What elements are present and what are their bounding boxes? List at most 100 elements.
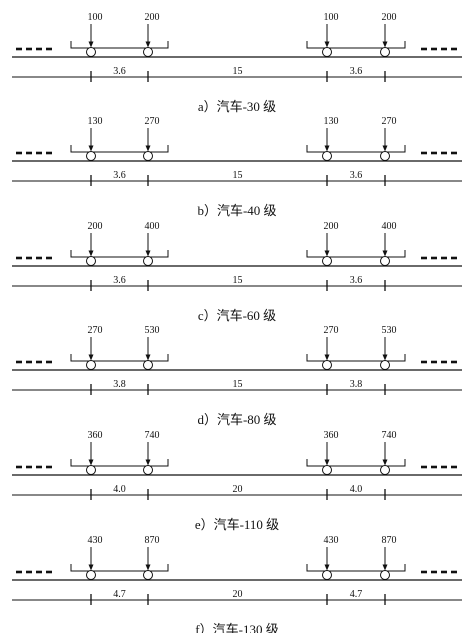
vehicle-gap-label: 20 (233, 589, 243, 600)
down-arrow-icon (88, 145, 94, 152)
down-arrow-icon (382, 41, 388, 48)
down-arrow-icon (145, 145, 151, 152)
panel-f: 430 870 4.7 430 870 4.7 20 f）汽车-130 级 (12, 535, 462, 633)
vehicle-bracket (70, 41, 169, 49)
front-load-label: 100 (324, 12, 339, 23)
vehicle-bracket (70, 564, 169, 572)
front-load-label: 100 (88, 12, 103, 23)
rear-load-label: 740 (382, 430, 397, 441)
vehicle-bracket (70, 145, 169, 153)
panel-caption: d）汽车-80 级 (197, 412, 276, 427)
axle-spacing-label: 3.6 (350, 170, 363, 181)
down-arrow-icon (382, 145, 388, 152)
wheel-circle-icon (143, 256, 153, 266)
wheel-circle-icon (86, 256, 96, 266)
wheel-circle-icon (322, 47, 332, 57)
axle-spacing-label: 3.6 (350, 66, 363, 77)
vehicle-gap-label: 15 (233, 66, 243, 77)
down-arrow-icon (88, 354, 94, 361)
vehicle-bracket (306, 354, 406, 362)
vehicle-bracket (306, 41, 406, 49)
truck-left: 430 870 4.7 (70, 535, 169, 605)
down-arrow-icon (324, 41, 330, 48)
wheel-circle-icon (322, 360, 332, 370)
front-load-label: 200 (324, 221, 339, 232)
rear-load-label: 270 (382, 116, 397, 127)
down-arrow-icon (382, 250, 388, 257)
down-arrow-icon (145, 354, 151, 361)
vehicle-bracket (70, 459, 169, 467)
rear-load-label: 870 (145, 535, 160, 546)
wheel-circle-icon (86, 151, 96, 161)
front-load-label: 360 (88, 430, 103, 441)
axle-spacing-label: 3.8 (113, 379, 126, 390)
vehicle-gap-label: 20 (233, 484, 243, 495)
down-arrow-icon (88, 250, 94, 257)
wheel-circle-icon (143, 360, 153, 370)
rear-load-label: 270 (145, 116, 160, 127)
vehicle-bracket (306, 145, 406, 153)
axle-spacing-label: 4.7 (113, 589, 126, 600)
rear-load-label: 400 (145, 221, 160, 232)
down-arrow-icon (145, 459, 151, 466)
front-load-label: 130 (324, 116, 339, 127)
wheel-circle-icon (380, 256, 390, 266)
down-arrow-icon (324, 459, 330, 466)
down-arrow-icon (382, 459, 388, 466)
wheel-circle-icon (380, 465, 390, 475)
wheel-circle-icon (322, 570, 332, 580)
down-arrow-icon (324, 250, 330, 257)
rear-load-label: 870 (382, 535, 397, 546)
wheel-circle-icon (143, 151, 153, 161)
vehicle-bracket (306, 459, 406, 467)
panel-caption: a）汽车-30 级 (198, 99, 276, 114)
wheel-circle-icon (380, 47, 390, 57)
vehicle-bracket (70, 354, 169, 362)
down-arrow-icon (145, 41, 151, 48)
wheel-circle-icon (86, 570, 96, 580)
vehicle-gap-label: 15 (233, 379, 243, 390)
wheel-circle-icon (86, 360, 96, 370)
axle-spacing-label: 4.7 (350, 589, 363, 600)
panel-caption: e）汽车-110 级 (195, 517, 279, 532)
front-load-label: 430 (88, 535, 103, 546)
axle-spacing-label: 3.6 (113, 170, 126, 181)
down-arrow-icon (88, 564, 94, 571)
down-arrow-icon (324, 354, 330, 361)
down-arrow-icon (88, 41, 94, 48)
vehicle-gap-label: 15 (233, 275, 243, 286)
panel-caption: b）汽车-40 级 (197, 203, 276, 218)
wheel-circle-icon (380, 151, 390, 161)
vehicle-bracket (306, 564, 406, 572)
down-arrow-icon (324, 564, 330, 571)
rear-load-label: 530 (382, 325, 397, 336)
front-load-label: 430 (324, 535, 339, 546)
panel-caption: f）汽车-130 级 (195, 622, 278, 633)
rear-load-label: 530 (145, 325, 160, 336)
rear-load-label: 400 (382, 221, 397, 232)
wheel-circle-icon (322, 151, 332, 161)
axle-spacing-label: 4.0 (113, 484, 126, 495)
down-arrow-icon (324, 145, 330, 152)
front-load-label: 200 (88, 221, 103, 232)
vehicle-bracket (306, 250, 406, 258)
down-arrow-icon (382, 564, 388, 571)
front-load-label: 360 (324, 430, 339, 441)
wheel-circle-icon (143, 465, 153, 475)
down-arrow-icon (145, 564, 151, 571)
axle-spacing-label: 3.6 (113, 275, 126, 286)
axle-spacing-label: 3.6 (113, 66, 126, 77)
down-arrow-icon (88, 459, 94, 466)
wheel-circle-icon (86, 47, 96, 57)
